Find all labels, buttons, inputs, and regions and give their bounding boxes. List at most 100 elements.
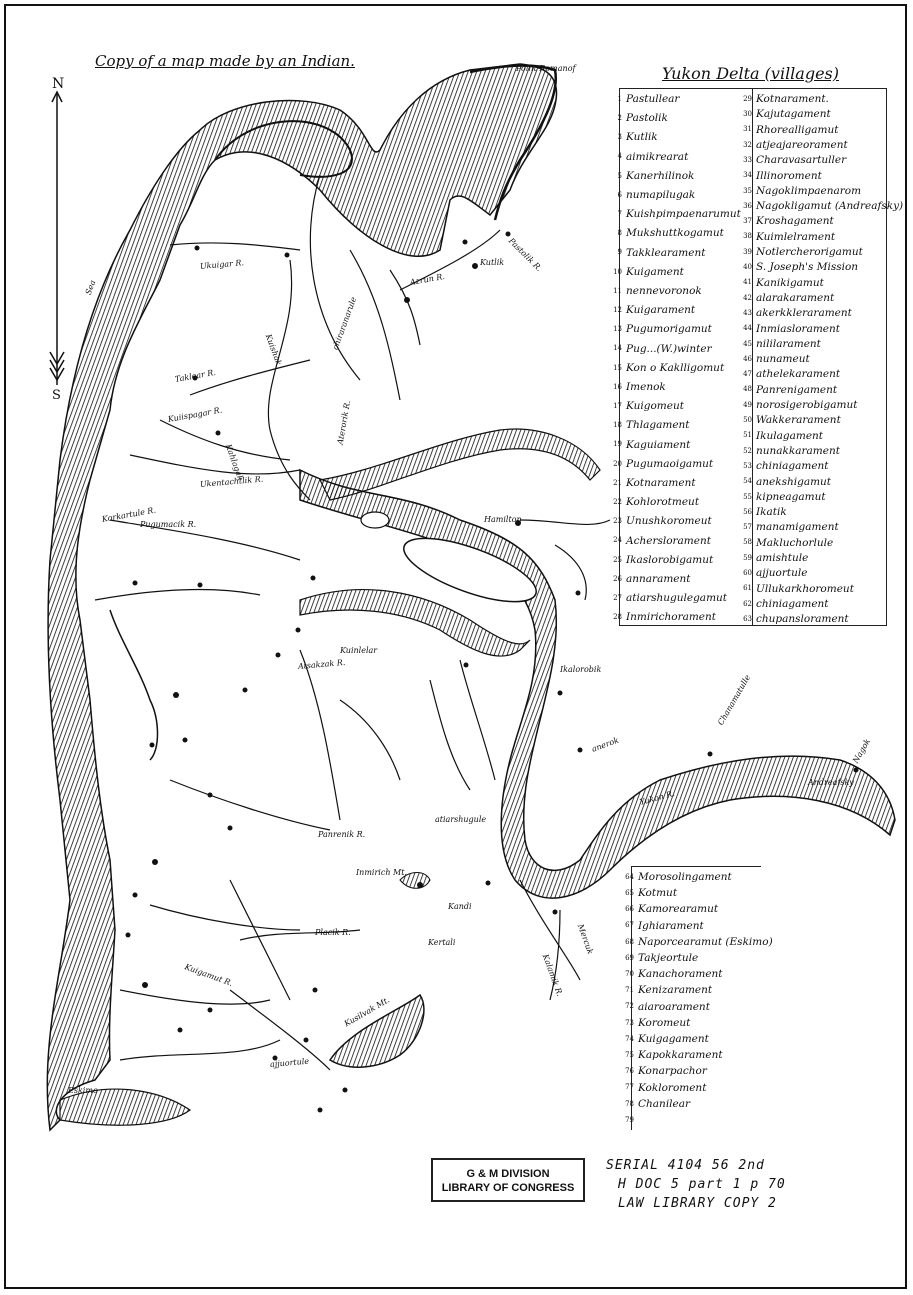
legend-number: 45 [743,339,752,348]
legend-village-name: Konarpachor [638,1065,707,1078]
legend-number: 43 [743,308,752,317]
legend-village-name: Pastolik [626,112,668,125]
legend-number: 67 [625,921,634,930]
map-label-inmirich-mt: Inmirich Mt. [356,868,407,877]
legend-village-name: chupanslorament [756,613,849,626]
legend-number: 16 [613,382,622,391]
page-border [4,4,907,1289]
north-channel [319,428,601,501]
eskimo-spit [59,1088,192,1126]
legend-divider [752,88,753,626]
legend-village-name: Makluchorlule [756,536,834,549]
legend-village-name: chiniagament [756,597,829,610]
legend-number: 29 [743,94,752,103]
legend-village-name: Kuigomeut [626,400,684,413]
legend-village-name: Kotmut [638,887,678,900]
legend-number: 22 [613,497,622,506]
map-label-hamilton: Hamilton [484,515,522,524]
map-label-ikalorobik: Ikalorobik [560,665,602,674]
legend-village-name: Illinoroment [756,169,822,182]
legend-village-name: Nagokligamut (Andreafsky) [756,200,904,213]
legend-title: Yukon Delta (villages) [662,64,839,83]
legend-village-name: Morosolingament [638,871,732,883]
legend-village-name: Takjeortule [638,952,699,964]
legend-village-name: Ikatik [756,506,787,519]
legend-village-name: Naporcearamut (Eskimo) [638,935,773,948]
legend-number: 37 [743,217,752,226]
point-romanof-coast [469,64,558,221]
legend-village-name: Acherslorament [626,534,711,547]
legend-number: 27 [613,593,622,602]
legend-number: 59 [743,553,752,562]
legend-village-name: Ikaslorobigamut [626,553,714,566]
legend-village-name: ajjuortule [756,567,808,580]
legend-village-name: Kokloroment [638,1081,707,1094]
legend-village-name: Pugumaoigamut [626,457,714,470]
legend-village-name: nunakkarament [756,444,840,457]
legend-entry: 69 Takjeortule [620,953,698,964]
legend-number: 41 [743,278,752,287]
legend-number: 61 [743,584,752,593]
map-label-placik-river: Placik R. [315,928,351,937]
serial-line-1: SERIAL 4104 56 2nd [606,1158,765,1173]
legend-village-name: aiaroarament [638,1000,710,1013]
north-coastline [214,120,353,178]
island-2 [360,511,390,529]
legend-number: 69 [625,953,634,962]
legend-village-name: Kon o Kaklligomut [626,361,725,374]
legend-number: 73 [625,1018,634,1027]
serial-line-3: LAW LIBRARY COPY 2 [618,1196,777,1211]
legend-entry: 2 Pastolik [608,113,668,124]
legend-village-name: Inmirichorament [626,611,716,624]
legend-entry: 16 Imenok [608,382,666,393]
legend-entry: 39 Notlercherorigamut [738,247,863,258]
legend-village-name: Kroshagament [756,215,834,228]
legend-number: 25 [613,555,622,564]
legend-entry: 43 akerkklerarament [738,308,852,319]
legend-number: 13 [613,325,622,334]
legend-number: 38 [743,232,752,241]
legend-entry: 24 Acherslorament [608,534,711,547]
legend-number: 66 [625,905,634,914]
legend-village-name: nililarament [756,337,821,350]
legend-village-name: Kanikigamut [756,276,824,289]
legend-number: 2 [617,113,622,122]
legend-village-name: akerkklerarament [756,307,852,320]
legend-number: 39 [743,247,752,256]
legend-village-name: Notlercherorigamut [756,246,863,258]
legend-village-name: Imenok [626,381,666,393]
legend-number: 47 [743,370,752,379]
legend-village-name: Rhorealligamut [756,123,839,136]
legend-box-2 [631,866,761,1130]
legend-village-name: Pug...(W.)winter [626,342,712,355]
legend-village-name: Kohlorotmeut [626,496,700,509]
legend-number: 24 [613,536,622,545]
legend-village-name: Thlagament [626,419,690,432]
